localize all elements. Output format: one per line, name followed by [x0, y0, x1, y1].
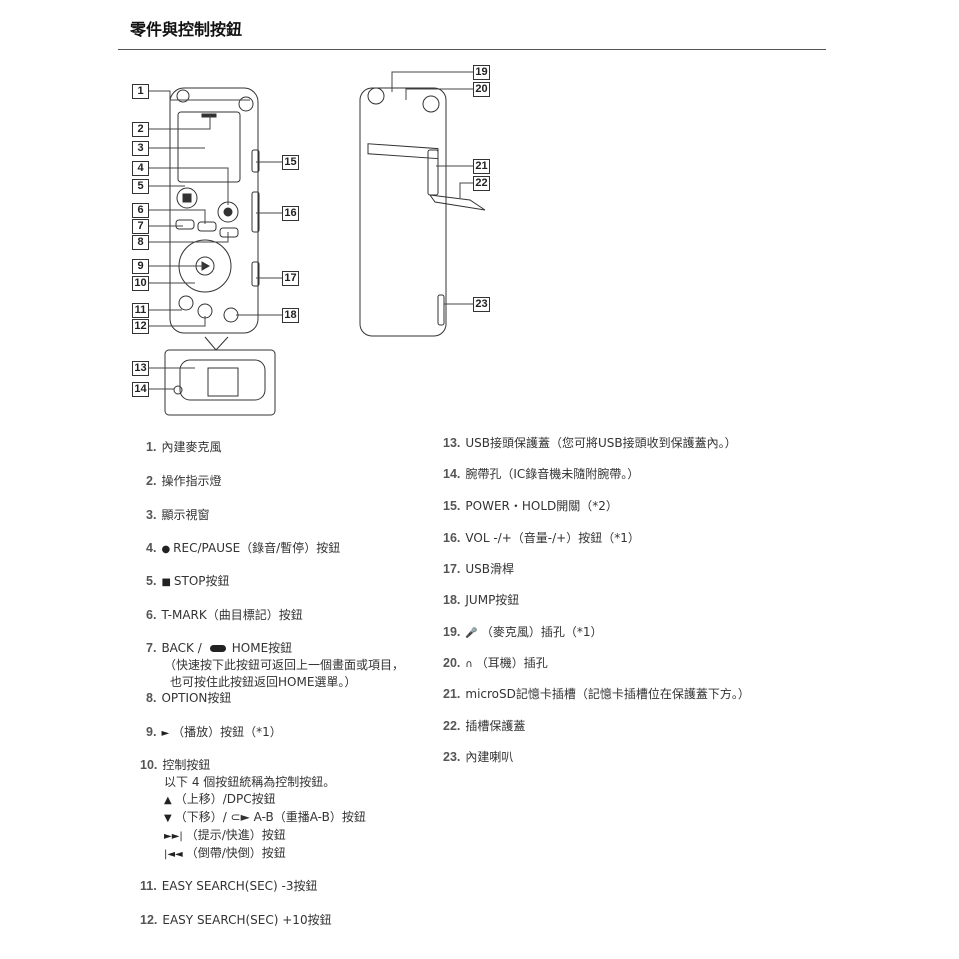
title-divider — [118, 49, 826, 50]
list-item: 6.T-MARK（曲目標記）按鈕 — [146, 608, 303, 622]
list-item: 7.BACK /HOME按鈕 （快速按下此按鈕可返回上一個畫面或項目，也可按住此… — [146, 641, 405, 689]
list-item: 15.POWER・HOLD開關（*2） — [443, 499, 618, 513]
callout-18: 18 — [282, 308, 299, 323]
callout-5: 5 — [132, 179, 149, 194]
callout-11: 11 — [132, 303, 149, 318]
callout-17: 17 — [282, 271, 299, 286]
headphone-icon: ∩ — [465, 659, 473, 670]
list-item: 23.內建喇叭 — [443, 750, 514, 764]
callout-2: 2 — [132, 122, 149, 137]
list-item: 21.microSD記憶卡插槽（記憶卡插槽位在保護蓋下方。） — [443, 687, 750, 701]
list-item: 2.操作指示燈 — [146, 474, 222, 488]
list-item: 11.EASY SEARCH(SEC) -3按鈕 — [140, 879, 318, 893]
list-item: 12.EASY SEARCH(SEC) +10按鈕 — [140, 913, 332, 927]
home-icon — [209, 645, 226, 652]
down-icon: ▼ — [164, 813, 172, 824]
list-item: 19.🎤（麥克風）插孔（*1） — [443, 624, 602, 642]
callout-19: 19 — [473, 65, 490, 80]
callout-16: 16 — [282, 206, 299, 221]
callout-12: 12 — [132, 319, 149, 334]
stop-icon: ■ — [161, 577, 171, 588]
list-item: 4.●REC/PAUSE（錄音/暫停）按鈕 — [146, 540, 340, 558]
play-icon: ► — [161, 728, 170, 739]
usb-detail-illustration — [164, 336, 276, 416]
page-title: 零件與控制按鈕 — [130, 20, 243, 39]
callout-14: 14 — [132, 382, 149, 397]
record-icon: ● — [161, 544, 171, 555]
back-device-illustration — [359, 87, 486, 337]
previous-icon: |◄◄ — [164, 849, 183, 860]
callout-21: 21 — [473, 159, 490, 174]
callout-leaders — [148, 71, 473, 390]
callout-7: 7 — [132, 219, 149, 234]
callout-13: 13 — [132, 361, 149, 376]
list-item: 14.腕帶孔（IC錄音機未隨附腕帶。） — [443, 467, 640, 481]
callout-4: 4 — [132, 161, 149, 176]
callout-8: 8 — [132, 235, 149, 250]
callout-1: 1 — [132, 84, 149, 99]
callout-3: 3 — [132, 141, 149, 156]
microphone-icon: 🎤 — [465, 628, 478, 639]
list-item: 18.JUMP按鈕 — [443, 593, 520, 607]
list-item: 16.VOL -/+（音量-/+）按鈕（*1） — [443, 531, 640, 545]
callout-23: 23 — [473, 297, 490, 312]
callout-9: 9 — [132, 259, 149, 274]
up-icon: ▲ — [164, 795, 172, 806]
callout-10: 10 — [132, 276, 149, 291]
callout-20: 20 — [473, 82, 490, 97]
list-item: 13.USB接頭保護蓋（您可將USB接頭收到保護蓋內。） — [443, 436, 737, 450]
list-item: 20.∩（耳機）插孔 — [443, 655, 548, 673]
device-diagram — [148, 71, 486, 416]
list-item: 9.►（播放）按鈕（*1） — [146, 724, 282, 742]
list-item: 8.OPTION按鈕 — [146, 691, 232, 705]
callout-22: 22 — [473, 176, 490, 191]
list-item: 5.■STOP按鈕 — [146, 573, 230, 591]
list-item: 10.控制按鈕 以下 4 個按鈕統稱為控制按鈕。 ▲（上移）/DPC按鈕 ▼（下… — [140, 757, 366, 863]
list-item: 1.內建麥克風 — [146, 440, 222, 454]
list-item: 22.插槽保護蓋 — [443, 719, 526, 733]
callout-15: 15 — [282, 155, 299, 170]
list-item: 17.USB滑桿 — [443, 562, 515, 576]
next-icon: ►►| — [164, 831, 183, 842]
callout-6: 6 — [132, 203, 149, 218]
list-item: 3.顯示視窗 — [146, 508, 210, 522]
